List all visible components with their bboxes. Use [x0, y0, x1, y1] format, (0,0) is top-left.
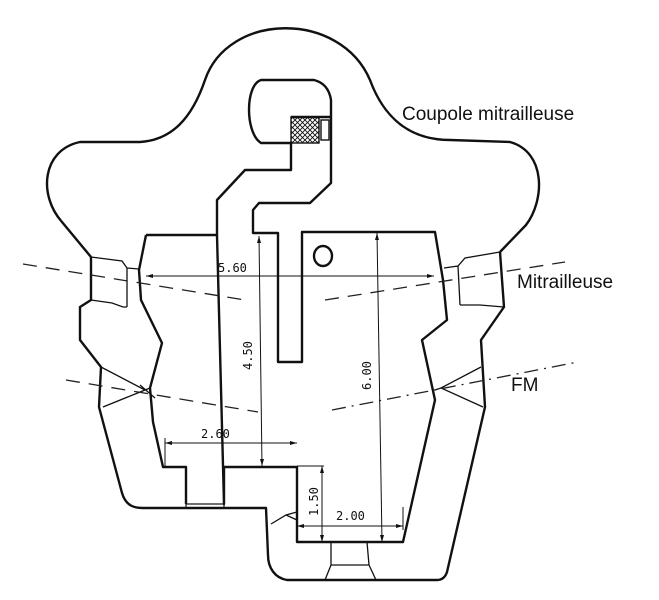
dim-label: 6.00	[360, 361, 374, 390]
dim-label: 2.00	[336, 509, 365, 523]
label-fm: FM	[511, 375, 538, 396]
dim-label: 5.60	[218, 261, 247, 275]
dimension-depth-left: 4.50	[241, 235, 264, 467]
lower-door	[185, 503, 225, 509]
dimension-width-top: 5.60	[146, 261, 434, 278]
dimension-entrance-depth: 1.50	[297, 465, 324, 542]
outer-wall-left	[78, 257, 186, 510]
left-mg-field-of-fire	[22, 263, 246, 301]
vent-shaft	[312, 244, 334, 268]
dim-label: 4.50	[241, 341, 255, 370]
cupola-hatch	[290, 116, 320, 144]
outer-wall-right	[186, 251, 506, 582]
entrance	[324, 541, 377, 581]
dim-label: 1.50	[307, 487, 321, 516]
left-fm-field-of-fire	[65, 379, 259, 413]
dim-label: 2.60	[201, 427, 230, 441]
right-mg-field-of-fire	[324, 261, 566, 301]
right-fm-embrasure	[434, 366, 484, 408]
dimension-depth-right: 6.00	[360, 232, 384, 543]
left-fm-embrasure	[100, 366, 156, 408]
right-fm-field-of-fire	[331, 361, 579, 411]
left-mg-embrasure	[90, 256, 140, 308]
dimension-width-lower-left: 2.60	[164, 427, 297, 467]
side-loophole	[270, 511, 298, 525]
inner-wall-left	[137, 234, 188, 504]
label-machine-gun: Mitrailleuse	[517, 272, 613, 293]
cupola-ladder	[320, 119, 330, 141]
right-mg-embrasure	[443, 251, 505, 308]
label-cupola: Coupole mitrailleuse	[402, 104, 574, 125]
inner-wall-lower	[215, 78, 449, 544]
outer-wall-top	[45, 27, 541, 258]
dimension-entrance-width: 2.00	[297, 507, 404, 530]
